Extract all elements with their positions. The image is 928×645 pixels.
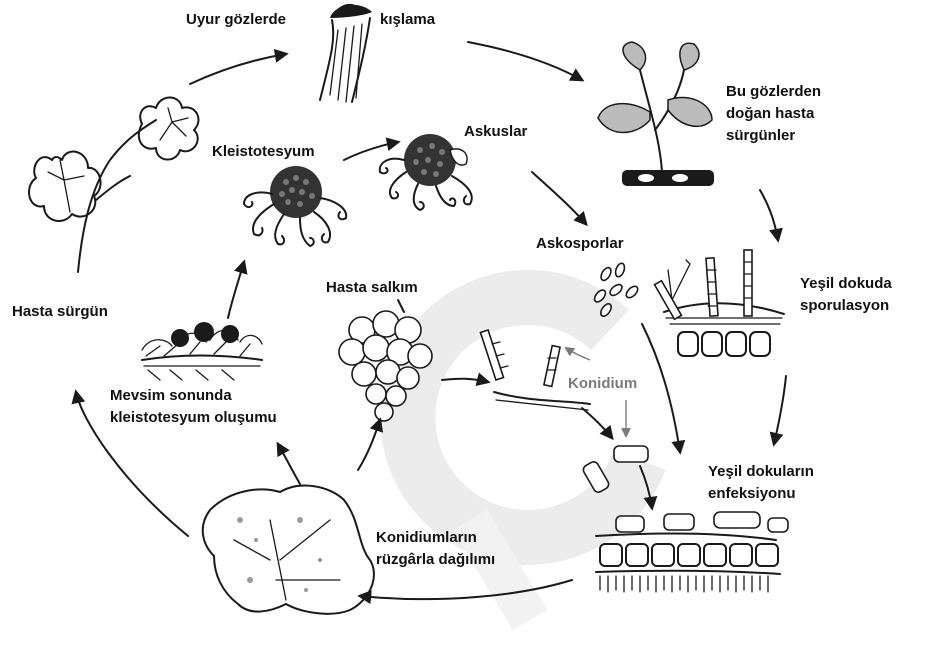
infected-tissue-illustration [596, 512, 788, 592]
label-dormant-buds: Uyur gözlerde [186, 10, 286, 29]
diseased-shoot-illustration [598, 42, 714, 186]
label-cleistothecium-formation: kleistotesyum oluşumu [110, 408, 277, 427]
label-green-tissues: Yeşil dokuların [708, 462, 814, 481]
label-sporulation: sporulasyon [800, 296, 889, 315]
label-diseased-shoot: Hasta sürgün [12, 302, 108, 321]
label-end-of-season: Mevsim sonunda [110, 386, 232, 405]
label-conidia: Konidiumların [376, 528, 477, 547]
label-infection: enfeksiyonu [708, 484, 796, 503]
sporulation-illustration [655, 250, 784, 356]
label-green-tissue: Yeşil dokuda [800, 274, 892, 293]
label-diseased-cluster: Hasta salkım [326, 278, 418, 297]
label-cleistothecium: Kleistotesyum [212, 142, 315, 161]
label-ascospores: Askosporlar [536, 234, 624, 253]
healthy-shoot-illustration [29, 98, 198, 273]
label-overwintering: kışlama [380, 10, 435, 29]
diseased-leaf-illustration [203, 486, 374, 614]
label-conidium: Konidium [568, 374, 637, 393]
label-shoots: sürgünler [726, 126, 795, 145]
asci-illustration [380, 134, 472, 210]
label-asci: Askuslar [464, 122, 527, 141]
label-born-diseased: doğan hasta [726, 104, 814, 123]
label-from-buds: Bu gözlerden [726, 82, 821, 101]
late-season-cleistothecia-illustration [142, 322, 262, 380]
label-wind-dispersal: rüzgârla dağılımı [376, 550, 495, 569]
dormant-bud-illustration [320, 5, 372, 102]
cleistothecium-illustration [244, 166, 346, 246]
